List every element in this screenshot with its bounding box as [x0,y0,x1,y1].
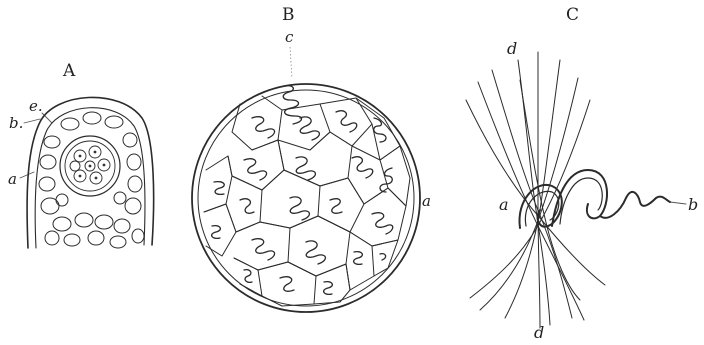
panel-b-title: B [282,5,295,25]
panel-c-label-d-bottom: d [534,323,544,342]
panel-a-label-a: a [8,170,17,188]
panel-a-cortex-cells [39,112,144,248]
panel-b-leader-c [290,47,292,78]
panel-c: C d a b d [466,5,698,342]
panel-b-cell-network [204,96,410,306]
panel-a-leader-a [20,172,34,178]
panel-a-label-e: e. [29,97,43,115]
panel-a-leader-b [24,119,40,123]
panel-b-coiled-filaments [212,86,393,295]
panel-b-label-c: c [285,28,294,46]
panel-c-label-d-top: d [507,39,517,58]
panel-a-label-b: b. [9,114,23,132]
panel-c-label-a: a [499,195,509,214]
panel-c-leader-b [670,202,686,204]
panel-a-central-bundle [60,136,120,196]
panel-c-title: C [566,5,579,25]
panel-a-title: A [62,61,76,81]
panel-a-leader-e [42,113,52,123]
panel-a: A b. e. a [8,61,154,248]
panel-c-threads [466,52,605,328]
panel-b-outer-circle [192,84,420,312]
panel-b-label-a: a [422,192,431,210]
panel-c-label-b: b [688,195,698,214]
panel-b: B c a [192,5,431,312]
